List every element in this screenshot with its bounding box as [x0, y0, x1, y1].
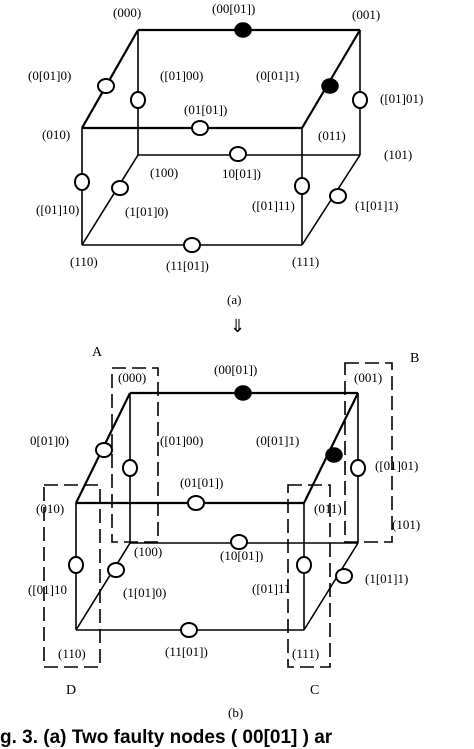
label-01-10: ([01]10) [36, 202, 79, 217]
group-tag-a: A [92, 345, 103, 360]
label-01-01-mid: (01[01]) [180, 475, 223, 490]
label-01-01: ([01]01) [375, 458, 418, 473]
node-01-00 [122, 459, 138, 477]
faulty-node-0-01-1 [325, 447, 343, 463]
label-110: (110) [58, 646, 86, 661]
node-01-10 [68, 556, 84, 574]
label-01-10: ([01]10 [28, 582, 67, 597]
node-01-00 [130, 91, 146, 109]
label-1-01-1: (1[01]1) [355, 198, 398, 213]
node-01-10 [74, 173, 90, 191]
label-0-01-1: (0[01]1) [256, 68, 299, 83]
panel-a-hypercube: (000) (00[01]) (001) (0[01]0) ([01]00) (… [28, 1, 423, 273]
label-010: (010) [36, 501, 64, 516]
label-101: (101) [384, 147, 412, 162]
label-0-01-0: (0[01]0) [28, 68, 71, 83]
node-10-01 [230, 534, 248, 550]
group-box-c [287, 484, 331, 668]
label-1-01-0: (1[01]0) [123, 585, 166, 600]
label-111: (111) [292, 254, 319, 269]
group-tag-d: D [66, 683, 76, 698]
label-001: (001) [352, 7, 380, 22]
panel-a-label: (a) [227, 292, 241, 307]
node-01-01-mid [187, 495, 205, 511]
label-101: (101) [392, 517, 420, 532]
group-tag-c: C [310, 683, 319, 698]
label-00-01: (00[01]) [214, 362, 257, 377]
node-0-01-0 [95, 442, 113, 458]
label-01-00: ([01]00) [160, 433, 203, 448]
group-box-a [111, 367, 159, 543]
faulty-node-00-01 [234, 22, 252, 38]
label-10-01: 10[01]) [222, 166, 261, 181]
node-01-01 [352, 91, 368, 109]
label-01-11: ([01]11 [252, 581, 291, 596]
node-01-11 [294, 177, 310, 195]
label-1-01-0: (1[01]0) [125, 204, 168, 219]
panel-b-label: (b) [228, 705, 243, 720]
faulty-node-0-01-1 [321, 78, 339, 94]
faulty-node-00-01 [234, 385, 252, 401]
node-01-01-mid [191, 120, 209, 136]
label-100: (100) [134, 544, 162, 559]
label-00-01: (00[01]) [212, 1, 255, 16]
label-01-01-mid: (01[01]) [184, 102, 227, 117]
figure-caption: g. 3. (a) Two faulty nodes ( 00[01] ) ar [0, 727, 333, 748]
label-11-01: (11[01]) [165, 644, 208, 659]
label-000: (000) [118, 370, 146, 385]
label-01-11: ([01]11) [252, 198, 295, 213]
label-011: (011) [318, 128, 346, 143]
node-0-01-0 [97, 78, 115, 94]
label-111: (111) [292, 646, 319, 661]
label-0-01-0: 0[01]0) [30, 433, 69, 448]
edge-100-110 [75, 542, 131, 631]
node-11-01 [183, 237, 201, 253]
node-01-01 [350, 459, 366, 477]
group-tag-b: B [410, 351, 419, 366]
label-10-01: (10[01]) [220, 548, 263, 563]
down-arrow-icon: ⇓ [230, 316, 245, 336]
edge-101-111 [303, 542, 359, 631]
label-000: (000) [113, 5, 141, 20]
label-01-01: ([01]01) [380, 91, 423, 106]
label-001: (001) [354, 370, 382, 385]
label-011: (011) [314, 501, 342, 516]
node-01-11 [296, 556, 312, 574]
label-01-00: ([01]00) [160, 68, 203, 83]
node-1-01-0 [107, 562, 125, 578]
label-010: (010) [42, 127, 70, 142]
label-110: (110) [70, 254, 98, 269]
node-1-01-1 [329, 188, 347, 204]
node-11-01 [180, 622, 198, 638]
edge-100-110 [81, 154, 139, 246]
label-100: (100) [150, 165, 178, 180]
label-0-01-1: (0[01]1) [256, 433, 299, 448]
label-1-01-1: (1[01]1) [365, 571, 408, 586]
node-10-01 [229, 146, 247, 162]
node-1-01-1 [335, 568, 353, 584]
node-1-01-0 [111, 180, 129, 196]
label-11-01: (11[01]) [166, 258, 209, 273]
panel-b-hypercube: (000) (00[01]) (001) 0[01]0) ([01]00) (0… [28, 345, 420, 698]
group-box-b [344, 362, 393, 543]
